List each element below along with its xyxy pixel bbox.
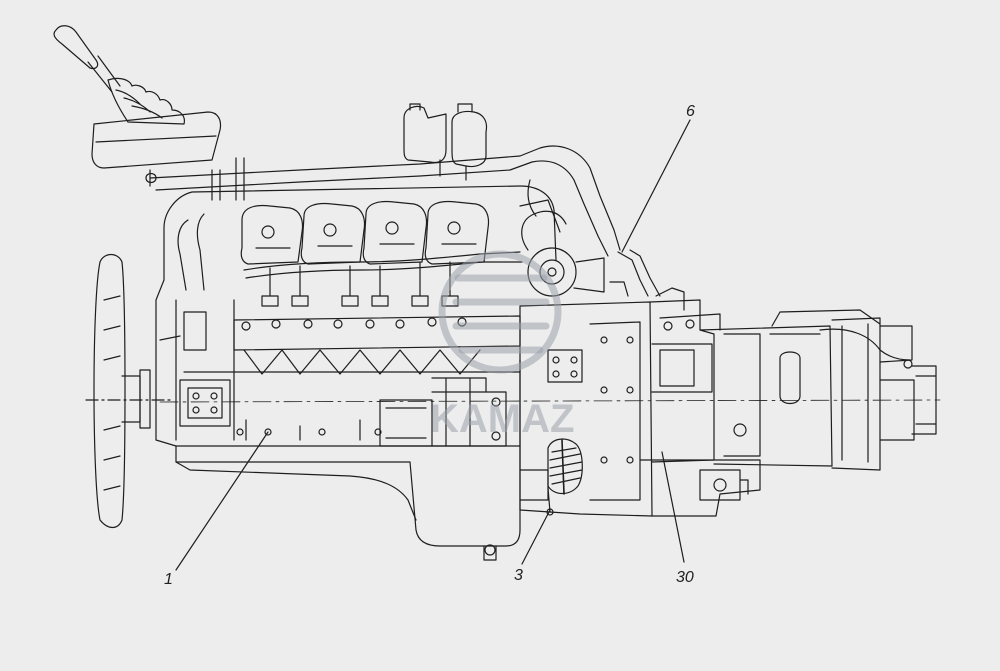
shift-linkage-rod	[149, 145, 621, 257]
gearbox-rear-housing	[771, 309, 937, 471]
control-pipe	[609, 249, 661, 297]
watermark-text: KAMAZ	[430, 397, 574, 441]
callout-label-30: 30	[676, 569, 694, 586]
callout-6: 6	[621, 103, 695, 253]
callout-1: 1	[164, 431, 269, 588]
turbocharger	[519, 179, 605, 297]
fuel-injection-lines	[243, 251, 523, 307]
cooling-fan	[85, 253, 173, 529]
kamaz-watermark	[438, 250, 562, 374]
starter-motor	[379, 377, 507, 447]
gear-shift-lever	[53, 25, 222, 187]
cylinder-heads	[240, 200, 490, 265]
callout-label-6: 6	[686, 103, 695, 120]
clutch-housing	[519, 301, 653, 517]
callout-label-1: 1	[164, 571, 173, 588]
gearbox-lower-section	[639, 459, 761, 517]
flywheel-section	[546, 438, 583, 516]
expansion-tanks	[403, 103, 488, 181]
gearbox	[649, 287, 833, 467]
callout-label-3: 3	[514, 567, 523, 584]
callout-3: 3	[514, 509, 551, 584]
crankshaft-centerline	[159, 399, 941, 403]
callout-30: 30	[661, 451, 694, 586]
